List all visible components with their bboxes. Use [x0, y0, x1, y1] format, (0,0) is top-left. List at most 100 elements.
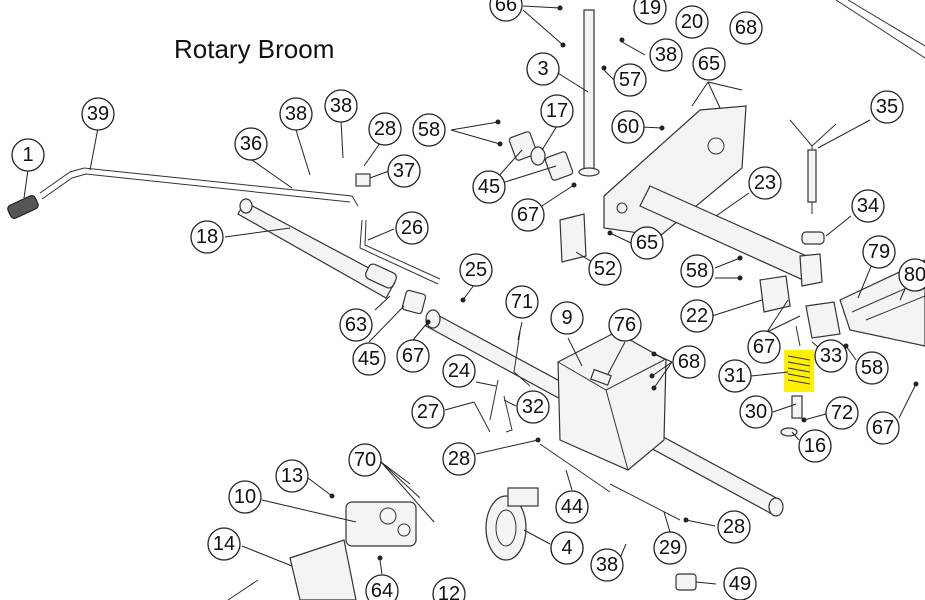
callout-bubble — [851, 189, 885, 223]
callout-28: 28 — [368, 112, 402, 146]
callout-bubble — [590, 548, 624, 582]
callout-bubble — [279, 97, 313, 131]
callout-number: 72 — [831, 402, 853, 424]
callout-number: 39 — [87, 103, 109, 125]
callout-bubble — [898, 258, 925, 292]
callout-number: 66 — [495, 0, 517, 16]
callout-number: 38 — [330, 95, 352, 117]
callout-bubble — [608, 308, 642, 342]
callout-bubble — [633, 0, 667, 25]
callout-bubble — [387, 154, 421, 188]
callout-67: 67 — [511, 198, 545, 232]
callout-49: 49 — [723, 567, 757, 600]
callout-number: 67 — [753, 336, 775, 358]
callout-58: 58 — [855, 351, 889, 385]
callout-14: 14 — [207, 527, 241, 561]
callout-number: 79 — [868, 241, 890, 263]
callout-number: 64 — [371, 580, 393, 600]
callout-number: 38 — [596, 554, 618, 576]
callout-24: 24 — [442, 354, 476, 388]
post-part — [578, 9, 600, 177]
callout-45: 45 — [352, 342, 386, 376]
callout-bubble — [459, 253, 493, 287]
rod-44-part — [539, 443, 611, 493]
actuator-part — [345, 501, 417, 547]
callout-number: 80 — [904, 264, 925, 286]
callout-number: 67 — [402, 345, 424, 367]
callout-bubble — [516, 390, 550, 424]
callout-bubble — [675, 5, 709, 39]
callout-number: 28 — [374, 118, 396, 140]
callout-bubble — [412, 113, 446, 147]
handle-grip-part — [7, 195, 39, 219]
callout-number: 60 — [617, 116, 639, 138]
callout-number: 1 — [22, 144, 33, 166]
callout-number: 29 — [659, 537, 681, 559]
callout-number: 30 — [745, 401, 767, 423]
callout-bubble — [368, 112, 402, 146]
callout-38: 38 — [324, 89, 358, 123]
linkage-part — [473, 331, 531, 433]
callout-60: 60 — [611, 110, 645, 144]
callout-bubble — [718, 359, 752, 393]
callout-70: 70 — [348, 443, 382, 477]
callout-number: 52 — [594, 258, 616, 280]
callout-25: 25 — [459, 253, 493, 287]
callout-bubble — [748, 166, 782, 200]
callout-bubble — [588, 252, 622, 286]
callout-number: 31 — [724, 365, 746, 387]
callout-28: 28 — [717, 510, 751, 544]
y-handle-part — [789, 119, 837, 214]
callout-bubble — [630, 226, 664, 260]
flange-bearings-part — [508, 131, 574, 181]
frame-part — [603, 105, 821, 285]
callout-number: 3 — [537, 58, 548, 80]
callout-57: 57 — [613, 63, 647, 97]
callout-26: 26 — [395, 211, 429, 245]
callout-76: 76 — [608, 308, 642, 342]
callout-number: 25 — [465, 259, 487, 281]
callout-bubble — [550, 301, 584, 335]
callout-10: 10 — [228, 480, 262, 514]
callout-71: 71 — [505, 285, 539, 319]
callout-bubble — [555, 490, 589, 524]
callout-38: 38 — [649, 38, 683, 72]
shaft-part — [237, 198, 396, 299]
callout-68: 68 — [729, 11, 763, 45]
callout-32: 32 — [516, 390, 550, 424]
callout-number: 19 — [639, 0, 661, 19]
callout-bubble — [739, 395, 773, 429]
callout-number: 34 — [857, 195, 879, 217]
callout-38: 38 — [590, 548, 624, 582]
callout-number: 63 — [345, 314, 367, 336]
callout-number: 26 — [401, 217, 423, 239]
highlighted-spring-part — [780, 325, 814, 437]
callout-number: 33 — [820, 345, 842, 367]
callout-bubble — [649, 38, 683, 72]
callout-number: 10 — [234, 486, 256, 508]
callout-52: 52 — [588, 252, 622, 286]
callout-bubble — [540, 94, 574, 128]
callout-bubble — [472, 170, 506, 204]
callout-bubble — [442, 354, 476, 388]
callout-80: 80 — [898, 258, 925, 292]
callout-bubble — [396, 339, 430, 373]
callout-number: 20 — [681, 11, 703, 33]
callout-3: 3 — [526, 52, 560, 86]
callout-number: 4 — [561, 537, 572, 559]
callout-number: 28 — [723, 516, 745, 538]
callout-bubble — [870, 90, 904, 124]
callout-bubble — [442, 442, 476, 476]
callout-35: 35 — [870, 90, 904, 124]
angle-bracket-part — [559, 213, 587, 263]
callout-number: 17 — [546, 100, 568, 122]
gearbox-part — [557, 331, 667, 471]
callout-number: 27 — [417, 401, 439, 423]
callout-bubble — [862, 235, 896, 269]
callout-number: 58 — [686, 260, 708, 282]
callout-67: 67 — [866, 411, 900, 445]
callout-67: 67 — [396, 339, 430, 373]
callout-number: 9 — [561, 307, 572, 329]
callout-64: 64 — [365, 574, 399, 600]
